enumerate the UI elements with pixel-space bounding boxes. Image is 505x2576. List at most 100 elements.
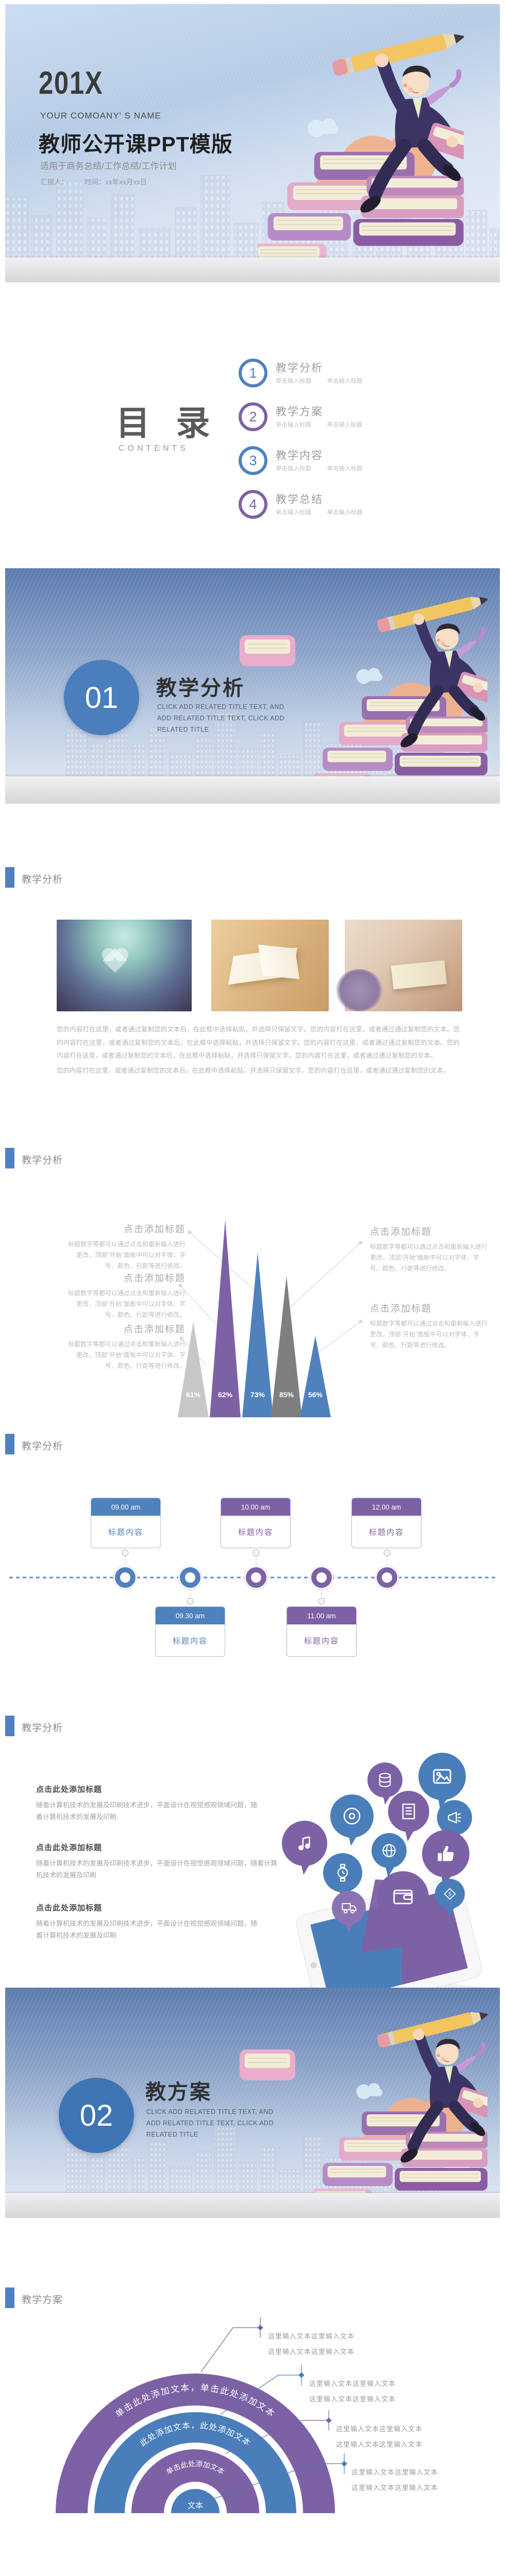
section-desc-line: CLICK ADD RELATED TITLE TEXT, AND — [157, 703, 284, 710]
arc-callout-line: 这里输入文本这里输入文本 — [268, 2348, 355, 2355]
chart-callout-left-2: 点击添加标题 标题数字等都可以通过点击和重新输入进行更改，顶部“开始”面板中可以… — [67, 1271, 186, 1320]
callout-title: 点击添加标题 — [124, 1324, 186, 1334]
toc-item-sub: 单击输入标题 — [327, 378, 363, 384]
timeline-card-label: 标题内容 — [108, 1528, 143, 1537]
callout-body: 标题数字等都可以通过点击和重新输入进行更改，顶部“开始”面板中可以对字体、字号、… — [370, 1320, 488, 1349]
timeline-time-badge: 09.00 am — [91, 1498, 160, 1516]
photo-book-heart — [57, 920, 192, 1011]
arc-callout-line: 这里输入文本这里输入文本 — [336, 2441, 423, 2448]
section-desc: CLICK ADD RELATED TITLE TEXT, AND ADD RE… — [146, 2106, 274, 2140]
concentric-arcs-diagram: 单击此处添加文本，单击此处添加文本 此处添加文本，此处添加文本 单击此处添加文本… — [56, 2317, 347, 2513]
timeline-card-label: 标题内容 — [304, 1636, 339, 1646]
section-desc-line: CLICK ADD RELATED TITLE TEXT, AND — [146, 2108, 274, 2115]
cover-floor — [5, 258, 500, 282]
arc-ring-outer — [56, 2374, 335, 2513]
content-block-body-2: 随着计算机技术的发展及印刷技术进步，平面设计在视觉感观领域问题，随着计算机技术的… — [36, 1859, 278, 1879]
arc-callout-line: 这里输入文本这里输入文本 — [309, 2380, 396, 2387]
spike-chart: 61%62%73%85%56% — [178, 1220, 363, 1417]
toc-item-sub: 单击输入标题 — [327, 422, 363, 428]
cover-title: 教师公开课PPT模版 — [39, 132, 233, 156]
section-desc-line: ADD RELATED TITLE TEXT, CLICK ADD — [146, 2120, 274, 2127]
slide-header-title: 教学分析 — [22, 1723, 63, 1734]
spike-bar — [178, 1321, 209, 1417]
callout-title: 点击添加标题 — [370, 1303, 432, 1314]
arc-callout-line: 这里输入文本这里输入文本 — [268, 2332, 355, 2340]
toc-item-sub: 单击输入标题 — [276, 466, 311, 472]
spike-bar — [242, 1252, 273, 1417]
timeline-card-1000: 10.00 am 标题内容 — [221, 1498, 291, 1548]
cover-meta: 汇报人： 时间：xx年xx月xx日 — [40, 176, 147, 187]
callout-title: 点击添加标题 — [370, 1227, 432, 1237]
arc-callout-line: 这里输入文本这里输入文本 — [351, 2484, 439, 2492]
spike-value-label: 56% — [308, 1391, 323, 1399]
cover-reporter-label: 汇报人： — [40, 178, 68, 186]
toc-item-label: 教学总结 — [276, 494, 323, 505]
toc-item-sub: 单击输入标题 — [276, 422, 311, 428]
toc-item-label: 教学内容 — [276, 450, 323, 462]
section-floor — [5, 2193, 500, 2218]
slide-section-01: 01 教学分析 CLICK ADD RELATED TITLE TEXT, AN… — [5, 568, 500, 804]
callout-title: 点击添加标题 — [124, 1224, 186, 1234]
slide-cover: 201X YOUR COMOANY' S NAME 教师公开课PPT模版 适用于… — [5, 4, 500, 282]
timeline-card-label: 标题内容 — [368, 1528, 404, 1537]
timeline-time-badge: 11.00 am — [287, 1607, 356, 1624]
slide-header-title: 教学分析 — [22, 1441, 63, 1452]
toc-item-label: 教学分析 — [276, 362, 323, 374]
body-paragraph-2: 您的内容打在这里，或者通过复制您的文本后，在此框中选择粘贴，并选择只保留文字。您… — [57, 1067, 450, 1074]
bubble-music-icon — [282, 1821, 327, 1875]
arc-center-disc — [171, 2489, 220, 2513]
header-accent-bar — [5, 1434, 14, 1454]
toc-item-sub: 单击输入标题 — [276, 378, 311, 384]
spike-value-label: 61% — [186, 1391, 201, 1399]
toc-number-badge: 2 — [239, 402, 267, 431]
slide-header-title: 教学方案 — [22, 2295, 63, 2306]
slide-section-02: 02 教方案 CLICK ADD RELATED TITLE TEXT, AND… — [5, 1988, 500, 2218]
chart-callout-left-3: 点击添加标题 标题数字等都可以通过点击和重新输入进行更改，顶部“开始”面板中可以… — [67, 1322, 186, 1371]
section-title: 教学分析 — [156, 677, 245, 700]
timeline-card-0900: 09.00 am 标题内容 — [91, 1498, 161, 1548]
body-paragraph-1: 您的内容打在这里，或者通过复制您的文本后，在此框中选择粘贴，并选择只保留文字。您… — [57, 1026, 460, 1059]
spike-bar — [271, 1276, 302, 1417]
section-number-circle: 02 — [59, 2078, 134, 2153]
arc-callout-3: 这里输入文本这里输入文本 这里输入文本这里输入文本 — [336, 2421, 423, 2452]
arc-callout-line: 这里输入文本这里输入文本 — [309, 2395, 396, 2403]
arc-callout-4: 这里输入文本这里输入文本 这里输入文本这里输入文本 — [351, 2465, 438, 2496]
section-illustration — [66, 568, 500, 804]
arc-callout-line: 这里输入文本这里输入文本 — [336, 2425, 423, 2433]
timeline-card-label: 标题内容 — [172, 1636, 208, 1646]
callout-body: 标题数字等都可以通过点击和重新输入进行更改，顶部“开始”面板中可以对字体、字号、… — [370, 1243, 488, 1272]
bubble-thumbs-up-icon — [422, 1830, 469, 1887]
cover-date-label: 时间：xx年xx月xx日 — [84, 178, 147, 186]
arc-ring-inner — [131, 2449, 259, 2513]
cover-year: 201X — [39, 65, 104, 101]
arc-callout-2: 这里输入文本这里输入文本 这里输入文本这里输入文本 — [309, 2376, 396, 2407]
slide-header-title: 教学分析 — [22, 1155, 63, 1166]
chart-callout-right-1: 点击添加标题 标题数字等都可以通过点击和重新输入进行更改，顶部“开始”面板中可以… — [370, 1225, 491, 1274]
chart-callout-right-2: 点击添加标题 标题数字等都可以通过点击和重新输入进行更改，顶部“开始”面板中可以… — [370, 1301, 491, 1351]
toc-item-sub: 单击输入标题 — [327, 510, 363, 516]
spike-value-label: 85% — [279, 1391, 294, 1399]
app-bubbles-tablet-illustration: $ — [282, 1753, 487, 1999]
bubble-document-icon — [388, 1791, 429, 1841]
section-illustration — [66, 1988, 500, 2218]
section-number-circle: 01 — [64, 660, 139, 735]
bubble-truck-icon — [332, 1891, 366, 1933]
header-accent-bar — [5, 2287, 14, 2308]
photo-open-book — [211, 920, 329, 1011]
content-block-title-3: 点击此处添加标题 — [36, 1904, 103, 1912]
cover-company: YOUR COMOANY' S NAME — [40, 111, 161, 121]
bubble-database-icon — [367, 1762, 402, 1805]
arc-text-center: 文本 — [188, 2501, 203, 2510]
header-accent-bar — [5, 1716, 14, 1736]
header-accent-bar — [5, 1148, 14, 1168]
toc-number-badge: 1 — [239, 359, 267, 387]
timeline-card-0930: 09.30 am 标题内容 — [155, 1606, 225, 1657]
content-block-body-1: 随着计算机技术的发展及印刷技术进步，平面设计在视觉感观领域问题，随着计算机技术的… — [36, 1801, 258, 1821]
timeline-node — [375, 1565, 399, 1590]
callout-body: 标题数字等都可以通过点击和重新输入进行更改，顶部“开始”面板中可以对字体、字号、… — [68, 1341, 186, 1369]
toc-number-badge: 4 — [239, 490, 267, 519]
section-desc-line: RELATED TITLE — [146, 2131, 198, 2138]
bubble-money-icon: $ — [435, 1879, 465, 1917]
arc-callout-line: 这里输入文本这里输入文本 — [351, 2468, 439, 2476]
timeline-card-label: 标题内容 — [238, 1528, 273, 1537]
